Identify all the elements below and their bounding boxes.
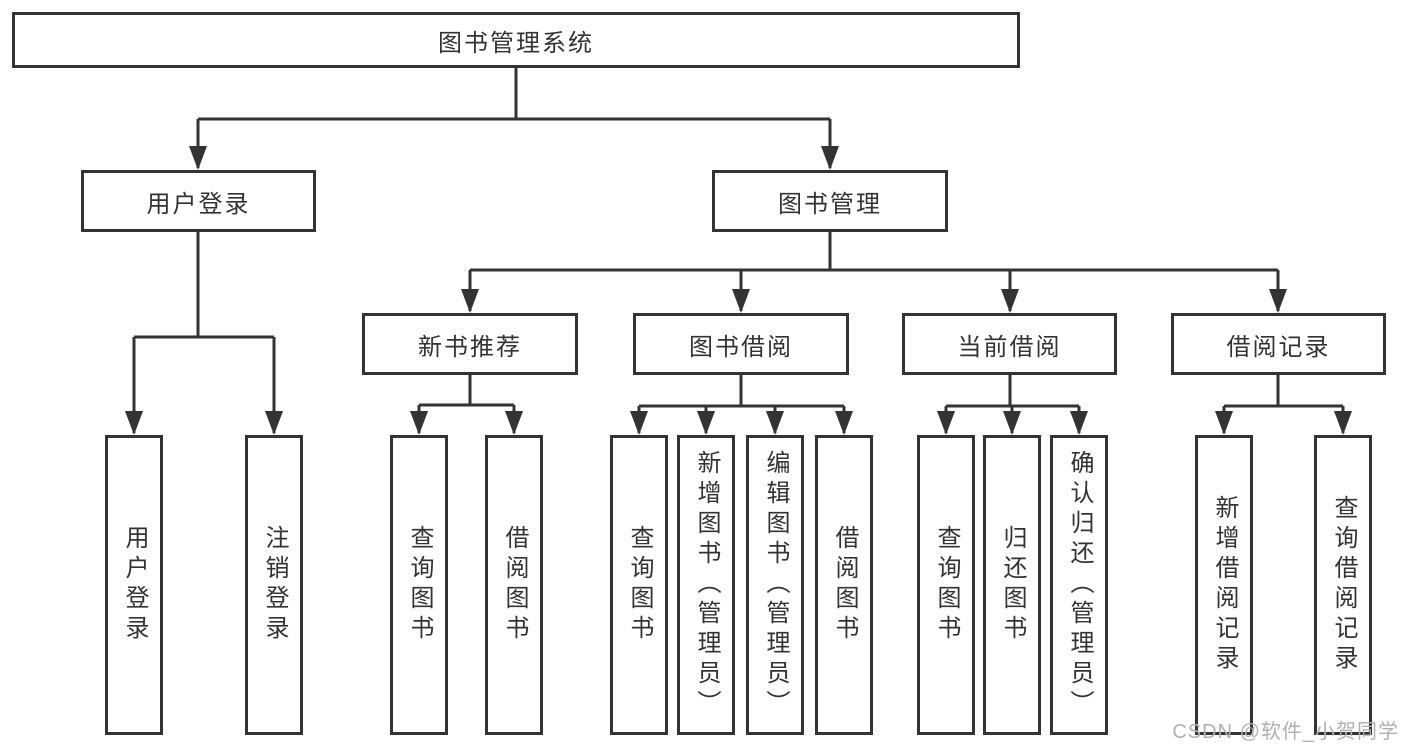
leaf-add-books-admin: 新增图书（管理员）	[677, 435, 735, 735]
node-user-login-branch: 用户登录	[81, 170, 316, 232]
leaf-logout: 注销登录	[245, 435, 303, 735]
leaf-query-books-current: 查询图书	[917, 435, 975, 735]
leaf-return-books: 归还图书	[983, 435, 1041, 735]
leaf-user-login: 用户登录	[105, 435, 163, 735]
node-book-borrow: 图书借阅	[633, 313, 849, 375]
node-book-management-branch: 图书管理	[712, 170, 948, 232]
leaf-confirm-return-admin: 确认归还（管理员）	[1050, 435, 1108, 735]
leaf-add-borrow-record: 新增借阅记录	[1195, 435, 1253, 735]
leaf-query-books-recommend: 查询图书	[390, 435, 448, 735]
node-new-book-recommend: 新书推荐	[362, 313, 578, 375]
node-borrow-record: 借阅记录	[1171, 313, 1386, 375]
node-current-borrow: 当前借阅	[902, 313, 1117, 375]
leaf-edit-books-admin: 编辑图书（管理员）	[746, 435, 804, 735]
leaf-query-borrow-record: 查询借阅记录	[1314, 435, 1372, 735]
arrowhead-icons	[125, 146, 1352, 435]
leaf-borrow-books: 借阅图书	[815, 435, 873, 735]
connector-strokes	[132, 68, 1345, 433]
leaf-borrow-books-recommend: 借阅图书	[485, 435, 543, 735]
leaf-query-books-borrow: 查询图书	[610, 435, 668, 735]
node-root-library-system: 图书管理系统	[12, 12, 1020, 68]
csdn-watermark: CSDN @软件_小贺同学	[1172, 721, 1399, 743]
